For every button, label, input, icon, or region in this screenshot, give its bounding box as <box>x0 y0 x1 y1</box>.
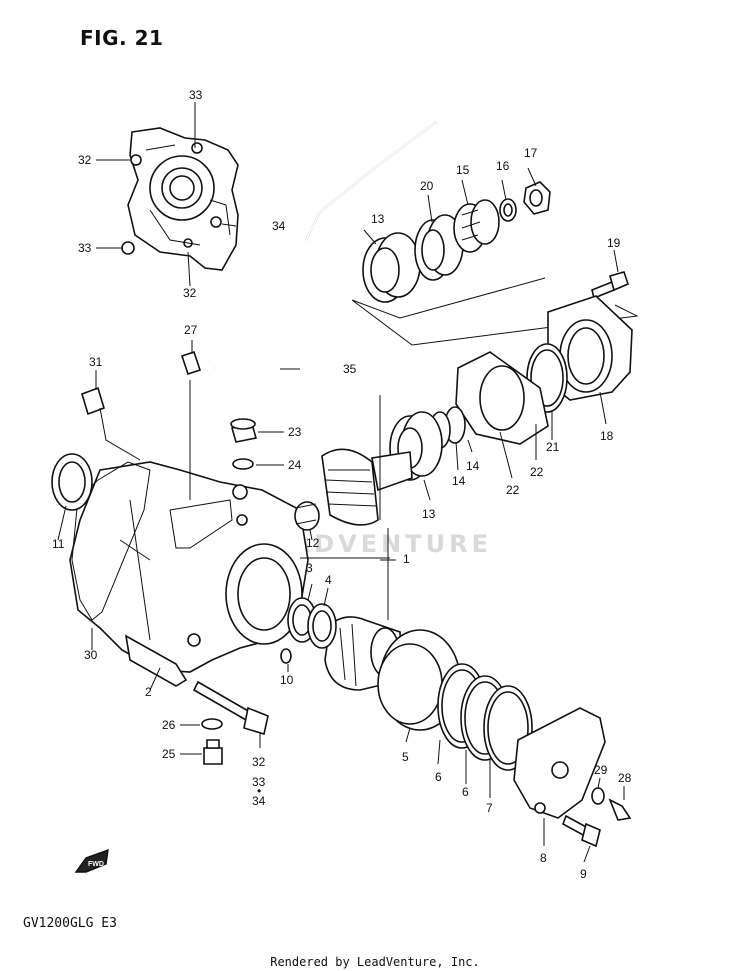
leader-lines <box>57 102 625 863</box>
callout-27: 27 <box>184 323 198 337</box>
callout-6: 6 <box>462 785 469 799</box>
bolt-19 <box>591 271 629 300</box>
callout-22: 22 <box>530 465 544 479</box>
callout-8: 8 <box>540 851 547 865</box>
front-bearing-group <box>377 629 533 771</box>
callout-32: 32 <box>183 286 197 300</box>
callout-34: 34 <box>252 794 266 808</box>
o-ring-10 <box>280 648 292 664</box>
callout-11: 11 <box>52 537 65 551</box>
rear-cover-group <box>429 295 633 449</box>
drain-plug-25 <box>203 739 223 765</box>
callout-18: 18 <box>600 429 614 443</box>
callout-35: 35 <box>343 362 357 376</box>
callout-7: 7 <box>486 801 493 815</box>
callout-33: 33 <box>189 88 203 102</box>
callout-15: 15 <box>456 163 470 177</box>
breather-fitting <box>180 350 202 500</box>
needle-bearing-12 <box>294 501 320 531</box>
main-housing <box>69 461 309 687</box>
callout-24: 24 <box>288 458 302 472</box>
callout-32: 32 <box>78 153 92 167</box>
callout-10: 10 <box>280 673 294 687</box>
gasket-30 <box>71 461 151 621</box>
callout-28: 28 <box>618 771 632 785</box>
callout-22: 22 <box>506 483 520 497</box>
callout-labels: 33 32 34 33 32 27 31 35 23 24 11 12 1 3 … <box>52 88 632 881</box>
callout-31: 31 <box>89 355 103 369</box>
callout-29: 29 <box>594 763 608 777</box>
front-cover <box>513 707 606 819</box>
footer-credit: Rendered by LeadVenture, Inc. <box>270 955 480 969</box>
gasket-24 <box>232 458 254 470</box>
callout-4: 4 <box>325 573 332 587</box>
callout-33: 33 <box>252 775 266 789</box>
gasket-26 <box>201 718 223 730</box>
inset-housing-cover <box>121 127 239 271</box>
callout-2: 2 <box>145 685 152 699</box>
dowel-31 <box>81 386 105 416</box>
oil-seal-11 <box>51 453 93 511</box>
callout-5: 5 <box>402 750 409 764</box>
callout-12: 12 <box>306 536 320 550</box>
bolt-28 <box>608 798 632 821</box>
callout-9: 9 <box>580 867 587 881</box>
model-code: GV1200GLG E3 <box>23 916 117 931</box>
callout-32: 32 <box>252 755 266 769</box>
callout-30: 30 <box>84 648 98 662</box>
plug-23 <box>230 418 258 443</box>
callout-1: 1 <box>403 552 410 566</box>
callout-13: 13 <box>371 212 385 226</box>
callout-6: 6 <box>435 770 442 784</box>
long-bolt <box>192 680 269 736</box>
callout-21: 21 <box>546 440 560 454</box>
washer-29 <box>591 787 605 805</box>
bolt-9 <box>562 814 601 848</box>
vent-hose <box>214 121 437 380</box>
callout-19: 19 <box>607 236 621 250</box>
callout-14: 14 <box>452 474 466 488</box>
callout-20: 20 <box>420 179 434 193</box>
callout-16: 16 <box>496 159 510 173</box>
callout-26: 26 <box>162 718 176 732</box>
callout-33: 33 <box>78 241 92 255</box>
callout-13: 13 <box>422 507 436 521</box>
figure-title: FIG. 21 <box>80 26 164 50</box>
fwd-arrow-label: FWD <box>88 861 104 868</box>
upper-bearing-group <box>351 181 639 346</box>
callout-17: 17 <box>524 146 538 160</box>
callout-25: 25 <box>162 747 176 761</box>
callout-14: 14 <box>466 459 480 473</box>
fwd-arrow-icon: FWD <box>74 848 109 873</box>
shim-4 <box>307 603 337 649</box>
callout-dot: • <box>257 784 261 798</box>
callout-23: 23 <box>288 425 302 439</box>
callout-34: 34 <box>272 219 286 233</box>
callout-3: 3 <box>306 561 313 575</box>
